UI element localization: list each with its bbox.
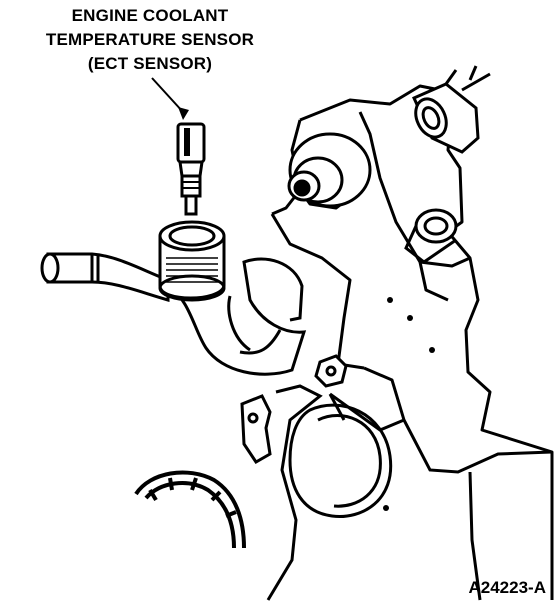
side-fitting: [404, 208, 458, 264]
lower-cover: [266, 384, 553, 601]
callout-line-2: TEMPERATURE SENSOR: [45, 30, 255, 49]
threads: [166, 257, 218, 283]
elbow-housing: [167, 257, 307, 376]
ect-sensor: [176, 122, 206, 216]
ect-sensor-callout: ENGINE COOLANT TEMPERATURE SENSOR (ECT S…: [0, 4, 300, 76]
callout-line-3: (ECT SENSOR): [87, 54, 213, 73]
leader-arrow: [151, 77, 189, 120]
pulley: [287, 132, 372, 208]
upper-outlet: [412, 65, 491, 154]
sensor-housing: [158, 220, 226, 302]
front-cover-opening: [288, 403, 393, 518]
callout-line-1: ENGINE COOLANT: [71, 6, 229, 25]
figure-id: A24223-A: [468, 578, 547, 597]
bracket: [240, 394, 272, 464]
seal: [134, 470, 246, 549]
mounting-holes: [383, 297, 435, 511]
coolant-pipe: [40, 252, 170, 302]
